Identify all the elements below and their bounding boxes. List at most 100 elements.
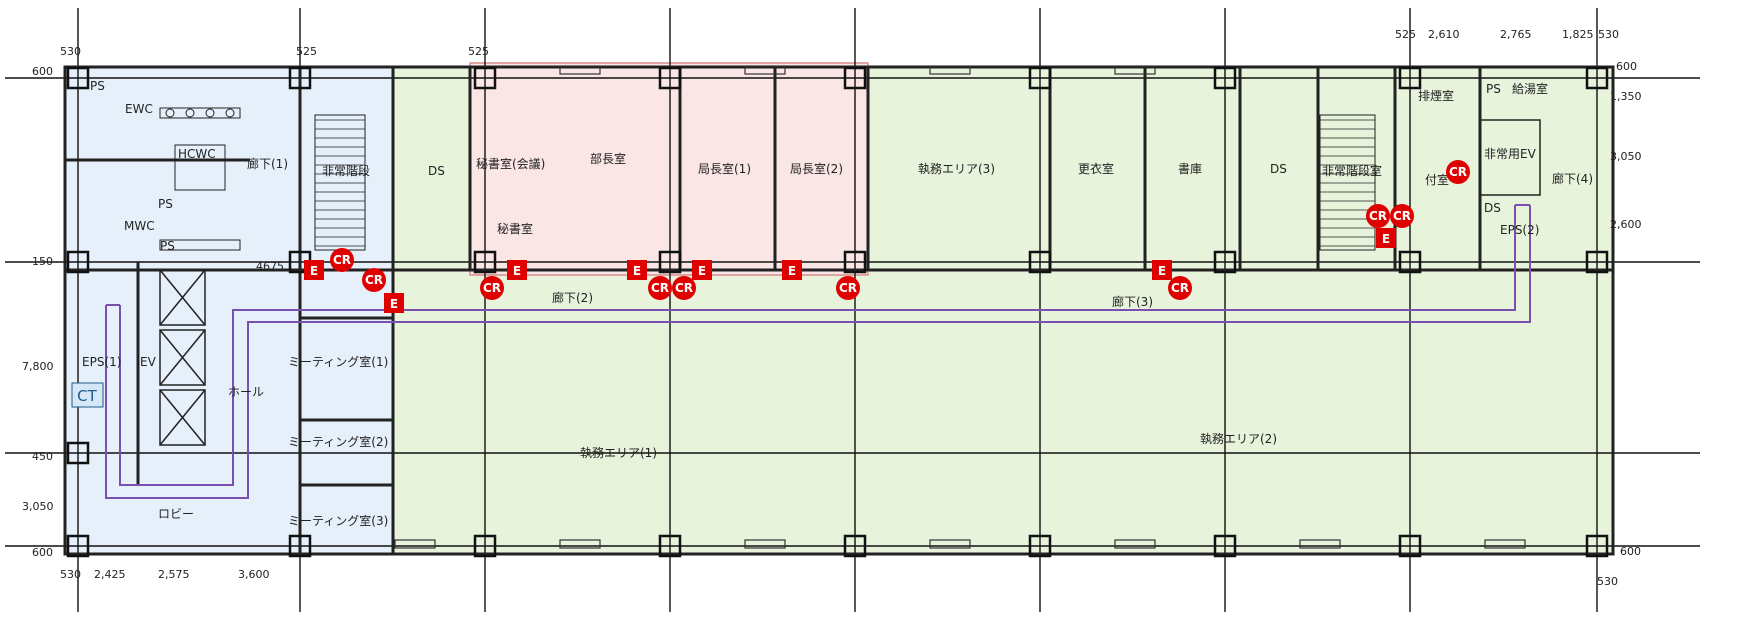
label-ps-c: PS — [160, 239, 175, 253]
svg-text:CR: CR — [1369, 209, 1387, 223]
label-eps-2: EPS(2) — [1500, 223, 1539, 237]
cr-marker: CR — [1168, 276, 1192, 300]
label-meeting-3: ミーティング室(3) — [288, 513, 388, 528]
label-secretary: 秘書室 — [497, 221, 533, 236]
evacuation-route — [105, 204, 1531, 499]
elevators — [159, 119, 1541, 446]
dim-right-4: 2,600 — [1610, 218, 1642, 231]
e-marker: E — [627, 260, 647, 280]
label-hvac: 給湯室 — [1512, 81, 1548, 96]
dim-top-right-1: 525 — [1395, 28, 1416, 41]
dim-top-left-2: 525 — [296, 45, 317, 58]
dim-left-5: 3,050 — [22, 500, 54, 513]
label-corridor-2: 廊下(2) — [552, 290, 593, 305]
label-office-3: 執務エリア(3) — [918, 162, 995, 176]
label-corridor-1: 廊下(1) — [247, 156, 288, 171]
cr-marker: CR — [1446, 160, 1470, 184]
dim-mid-1: 4675 — [256, 260, 284, 273]
e-marker: E — [304, 260, 324, 280]
dim-top-right-2: 2,610 — [1428, 28, 1460, 41]
svg-text:E: E — [513, 264, 521, 278]
dim-top-left-3: 525 — [468, 45, 489, 58]
svg-text:E: E — [1382, 232, 1390, 246]
label-annex: 付室 — [1425, 172, 1449, 187]
cr-marker: CR — [836, 276, 860, 300]
e-marker: E — [692, 260, 712, 280]
label-ds-3: DS — [1484, 201, 1501, 215]
cr-marker: CR — [362, 268, 386, 292]
label-dept-head: 部長室 — [590, 151, 626, 166]
label-ps-a: PS — [90, 79, 105, 93]
label-ps-d: PS — [1486, 82, 1501, 96]
label-director-1: 局長室(1) — [698, 161, 751, 176]
dimension-labels: 530 525 525 525 2,610 2,765 1,825 530 53… — [22, 28, 1642, 588]
svg-text:E: E — [633, 264, 641, 278]
markers: E E E E E E E E CR CR CR CR CR CR CR CR … — [304, 160, 1470, 313]
dim-bottom-2: 2,425 — [94, 568, 126, 581]
label-hall: ホール — [228, 385, 264, 399]
label-hcwc: HCWC — [178, 147, 216, 161]
label-ev: EV — [140, 355, 157, 369]
label-ds-1: DS — [428, 164, 445, 178]
svg-text:E: E — [1158, 264, 1166, 278]
svg-text:CR: CR — [333, 253, 351, 267]
e-marker: E — [782, 260, 802, 280]
label-secretary-meeting: 秘書室(会議) — [476, 156, 545, 171]
dim-left-4: 450 — [32, 450, 53, 463]
dim-top-right-3: 2,765 — [1500, 28, 1532, 41]
svg-text:CR: CR — [1449, 165, 1467, 179]
cr-marker: CR — [1390, 204, 1414, 228]
svg-text:E: E — [390, 297, 398, 311]
svg-text:CR: CR — [1393, 209, 1411, 223]
svg-text:CR: CR — [651, 281, 669, 295]
dim-top-right-4: 1,825 — [1562, 28, 1594, 41]
label-ds-2: DS — [1270, 162, 1287, 176]
svg-text:CR: CR — [1171, 281, 1189, 295]
dim-left-2: 150 — [32, 255, 53, 268]
label-ewc: EWC — [125, 102, 153, 116]
label-locker: 更衣室 — [1078, 161, 1114, 176]
label-meeting-1: ミーティング室(1) — [288, 354, 388, 369]
cr-marker: CR — [1366, 204, 1390, 228]
dim-bottom-3: 2,575 — [158, 568, 190, 581]
label-emergency-lobby: 排煙室 — [1418, 88, 1454, 103]
label-mwc: MWC — [124, 219, 155, 233]
e-marker: E — [384, 293, 404, 313]
label-office-2: 執務エリア(2) — [1200, 432, 1277, 446]
label-lobby: ロビー — [158, 507, 194, 521]
dim-right-6: 530 — [1597, 575, 1618, 588]
e-marker: E — [507, 260, 527, 280]
cr-marker: CR — [648, 276, 672, 300]
svg-text:E: E — [310, 264, 318, 278]
svg-text:CR: CR — [365, 273, 383, 287]
label-stair-2: 非常階段室 — [1322, 163, 1382, 178]
label-director-2: 局長室(2) — [790, 161, 843, 176]
svg-text:CT: CT — [77, 387, 97, 405]
label-stair-1: 非常階段 — [322, 163, 370, 178]
label-ps-b: PS — [158, 197, 173, 211]
dim-left-6: 600 — [32, 546, 53, 559]
zone-executive — [469, 62, 869, 276]
svg-text:E: E — [698, 264, 706, 278]
dim-left-1: 600 — [32, 65, 53, 78]
windows — [394, 65, 1526, 549]
cr-marker: CR — [480, 276, 504, 300]
svg-text:CR: CR — [483, 281, 501, 295]
label-eps-1: EPS(1) — [82, 355, 121, 369]
dim-top-left-1: 530 — [60, 45, 81, 58]
svg-text:CR: CR — [675, 281, 693, 295]
label-storage: 書庫 — [1178, 162, 1202, 176]
label-emergency-ev: 非常用EV — [1484, 147, 1537, 161]
label-corridor-3: 廊下(3) — [1112, 294, 1153, 309]
svg-text:CR: CR — [839, 281, 857, 295]
stair-treads — [315, 119, 1375, 247]
label-corridor-4: 廊下(4) — [1552, 171, 1593, 186]
label-meeting-2: ミーティング室(2) — [288, 434, 388, 449]
cr-marker: CR — [672, 276, 696, 300]
e-marker: E — [1376, 228, 1396, 248]
toilet-fixtures — [159, 107, 241, 251]
dim-right-3: 3,050 — [1610, 150, 1642, 163]
dim-right-1: 600 — [1616, 60, 1637, 73]
label-office-1: 執務エリア(1) — [580, 446, 657, 460]
